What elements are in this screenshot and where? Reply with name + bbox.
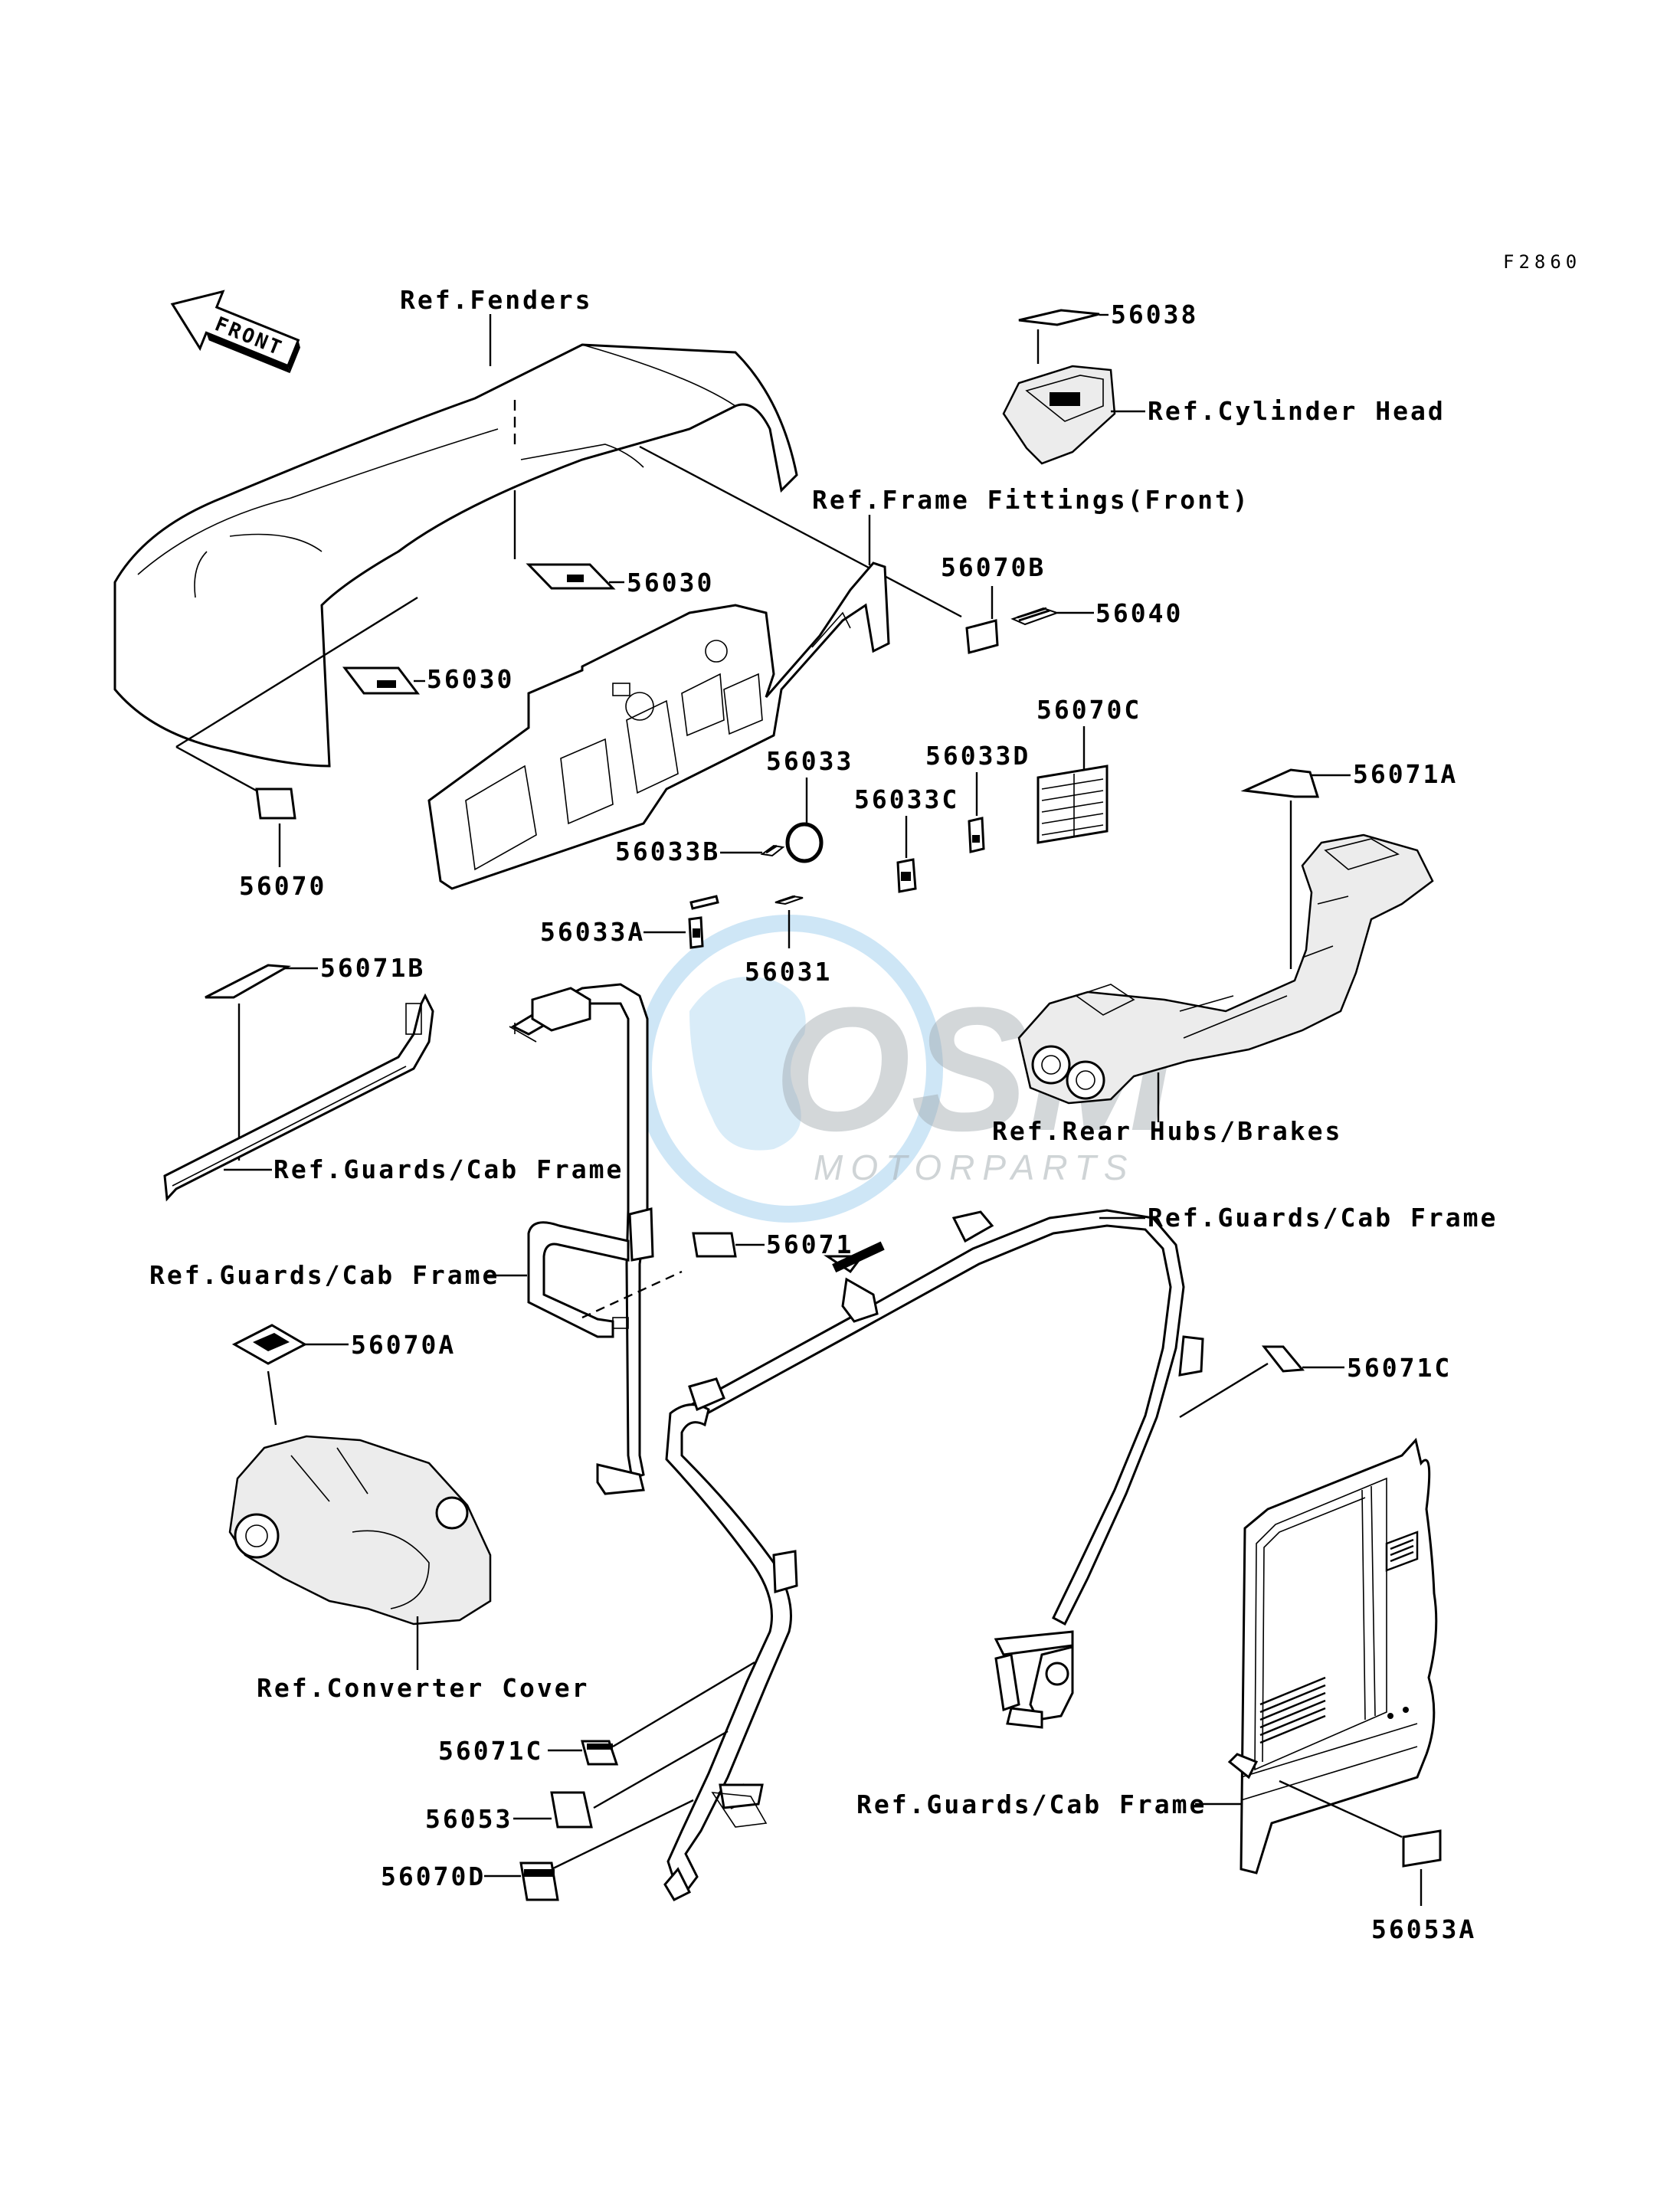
ref-frame-fittings-front-label: Ref.Frame Fittings(Front): [812, 485, 1250, 515]
cab-frame-left-tube: [509, 983, 654, 1495]
figure-code: F2860: [1503, 251, 1581, 273]
decal-56033C: [896, 858, 917, 893]
decal-56071B: [205, 964, 291, 999]
decal-56033B: [760, 844, 785, 857]
side-guard-bar: [163, 993, 434, 1202]
part-56033B: 56033B: [615, 837, 720, 866]
decal-56070B: [965, 619, 999, 654]
decal-56071A: [1240, 768, 1320, 798]
cylinder-head: [1002, 365, 1116, 465]
decal-56040: [1010, 607, 1060, 626]
part-56071B: 56071B: [320, 953, 425, 983]
decal-56033A: [688, 895, 719, 949]
ref-guards-cab-frame-2-label: Ref.Guards/Cab Frame: [149, 1260, 499, 1290]
decal-56070D: [519, 1861, 559, 1901]
converter-cover: [228, 1435, 492, 1626]
ref-rear-hubs-brakes-label: Ref.Rear Hubs/Brakes: [992, 1116, 1342, 1146]
part-56070A: 56070A: [351, 1330, 456, 1360]
part-56033-ring: [785, 822, 824, 863]
part-56053A: 56053A: [1371, 1914, 1476, 1944]
cab-frame-main-rollbar: [663, 1209, 1204, 1901]
decal-56071: [692, 1232, 737, 1258]
ref-converter-cover-label: Ref.Converter Cover: [257, 1673, 590, 1703]
part-56033C: 56033C: [854, 784, 959, 814]
decal-56030-lower: [342, 666, 421, 695]
ref-cylinder-head-label: Ref.Cylinder Head: [1148, 396, 1446, 426]
ref-guards-cab-frame-1-label: Ref.Guards/Cab Frame: [273, 1154, 624, 1184]
part-56071: 56071: [766, 1229, 853, 1259]
decal-56033D: [968, 817, 985, 853]
part-56071A: 56071A: [1353, 759, 1458, 789]
decal-56030-upper: [526, 563, 616, 590]
part-56070B: 56070B: [941, 552, 1046, 582]
part-56053: 56053: [425, 1804, 513, 1834]
decal-56053: [550, 1791, 593, 1829]
decal-56070: [255, 787, 296, 820]
decal-56038: [1018, 309, 1100, 326]
part-56030-upper: 56030: [627, 568, 714, 598]
decal-56070A: [231, 1324, 308, 1365]
ref-guards-cab-frame-4-label: Ref.Guards/Cab Frame: [856, 1789, 1207, 1819]
cab-rear-panel: [1227, 1437, 1438, 1874]
fender-assembly: [113, 343, 798, 768]
watermark-subtitle: MOTORPARTS: [814, 1148, 1135, 1187]
ref-guards-cab-frame-3-label: Ref.Guards/Cab Frame: [1148, 1203, 1498, 1233]
part-56070C: 56070C: [1036, 695, 1141, 725]
dashboard-panel: [427, 562, 890, 890]
ref-fenders-label: Ref.Fenders: [400, 285, 593, 315]
part-56033A: 56033A: [540, 917, 645, 947]
part-56033: 56033: [766, 746, 853, 776]
part-56040: 56040: [1095, 598, 1183, 628]
watermark-continents-icon: [689, 977, 806, 1151]
part-56070D: 56070D: [381, 1861, 486, 1891]
part-56031: 56031: [745, 957, 832, 987]
decal-56031: [775, 895, 804, 905]
rear-hubs-brakes: [1017, 833, 1434, 1105]
decal-56071C-right: [1261, 1345, 1305, 1373]
part-56030-lower: 56030: [427, 664, 514, 694]
part-56033D: 56033D: [925, 741, 1030, 771]
decal-56053A: [1402, 1829, 1442, 1868]
part-56071C-left: 56071C: [438, 1736, 543, 1766]
decal-56071C-left: [581, 1740, 619, 1766]
decal-56070C: [1036, 765, 1109, 844]
part-56070: 56070: [239, 871, 326, 901]
part-56071C-right: 56071C: [1347, 1353, 1452, 1383]
part-56038: 56038: [1111, 300, 1198, 329]
front-arrow-icon: FRONT: [170, 290, 300, 374]
